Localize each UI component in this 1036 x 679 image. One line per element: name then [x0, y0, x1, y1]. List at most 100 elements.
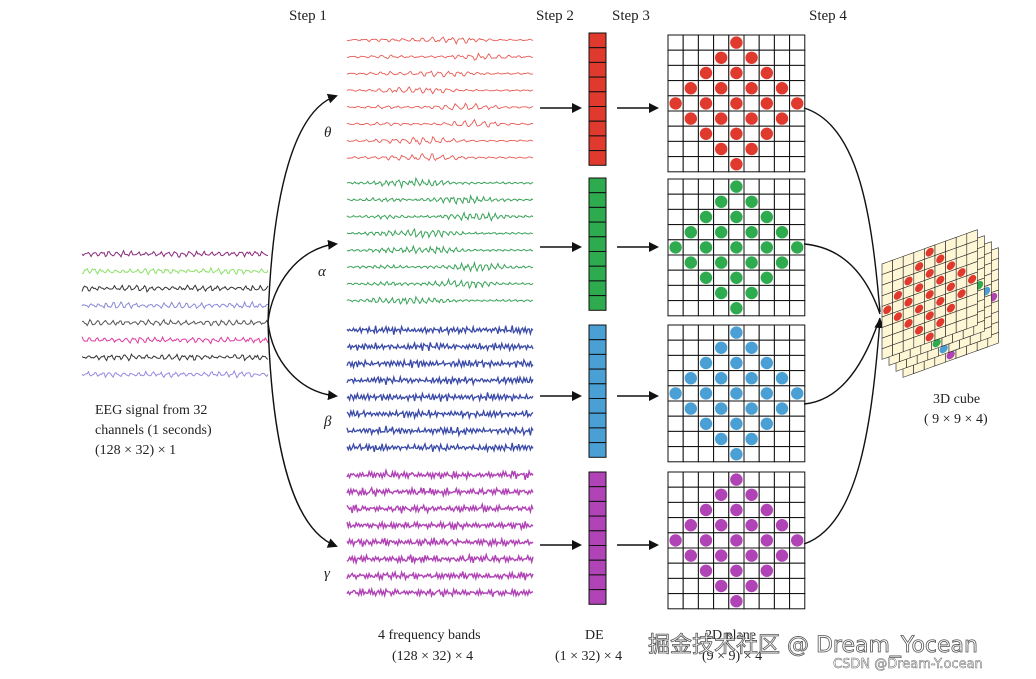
electrode-dot [730, 180, 743, 193]
grid-cell [697, 224, 715, 241]
grid-cell [697, 324, 715, 341]
beta-symbol: β [323, 414, 332, 430]
grid-cell [667, 224, 684, 241]
de-vector [588, 471, 607, 605]
de-cell [588, 398, 607, 414]
electrode-dot [715, 195, 728, 208]
grid-cell [728, 80, 745, 97]
grid-cell [682, 49, 699, 66]
grid-cell [789, 208, 806, 226]
grid-cell [697, 110, 715, 127]
electrode-dot [730, 210, 743, 224]
electrode-dot [760, 503, 773, 517]
frequency-band-waves [346, 36, 534, 599]
de-cell [588, 427, 607, 444]
band-wave-line [346, 227, 534, 239]
band-wave-group [346, 36, 534, 162]
electrode-dot [699, 417, 713, 430]
grid-cell [758, 486, 775, 503]
electrode-dot [715, 402, 728, 415]
grid-cell [667, 415, 684, 432]
merge-from-alpha [803, 243, 881, 315]
de-cell [588, 251, 607, 267]
de-cell [588, 412, 607, 429]
grid-cell [697, 156, 715, 173]
electrode-dot [775, 226, 789, 239]
grid-cell [697, 140, 715, 158]
grid-cell [713, 208, 730, 226]
electrode-dot [715, 256, 728, 269]
grid-cell [758, 178, 775, 195]
cube-dot [915, 304, 924, 314]
grid-cell [713, 34, 730, 51]
grid-cell [728, 517, 745, 534]
grid-cell [697, 400, 715, 417]
grid-cell [697, 446, 715, 463]
de-cell [588, 91, 607, 108]
grid-cell [743, 208, 760, 226]
electrode-dot [730, 503, 743, 517]
grid-cell [743, 178, 760, 195]
grid-cell [667, 178, 684, 195]
electrode-dot [715, 519, 728, 532]
grid-cell [773, 95, 791, 112]
de-cell [588, 150, 607, 166]
grid-cell [713, 178, 730, 195]
grid-cell [773, 415, 791, 432]
electrode-dot [730, 534, 743, 547]
electrode-dot [745, 519, 758, 532]
de-vector [588, 324, 607, 458]
step-4-label: Step 4 [809, 8, 847, 24]
grid-cell [713, 446, 730, 463]
grid-cell [773, 300, 791, 317]
eeg-channel-wave [81, 318, 269, 327]
de-cell [588, 486, 607, 502]
grid-cell [773, 385, 791, 402]
electrode-dot [745, 402, 758, 415]
cube-dot [925, 247, 934, 257]
de-cell [588, 221, 607, 238]
grid-cell [773, 501, 791, 519]
electrode-dot [760, 97, 773, 110]
grid-cell [789, 80, 806, 97]
grid-cell [697, 517, 715, 534]
grid-cell [682, 471, 699, 488]
band-wave-line [346, 586, 534, 599]
grid-cell [758, 300, 775, 317]
electrode-dot [730, 473, 743, 486]
band-wave-line [346, 193, 534, 206]
band-wave-line [346, 407, 534, 421]
de-cell [588, 383, 607, 399]
grid-cell [789, 64, 806, 82]
grid-cell [713, 471, 730, 488]
grid-cell [682, 156, 699, 173]
de-cell [588, 559, 607, 576]
grid-cell [789, 156, 806, 173]
cube-dot [936, 296, 945, 306]
cube-layer [881, 229, 978, 360]
electrode-dot [760, 387, 773, 400]
grid-cell [773, 577, 791, 595]
electrode-dot [699, 241, 713, 254]
electrode-dot [775, 549, 789, 562]
electrode-dot [730, 66, 743, 80]
de-cell [588, 589, 607, 605]
grid-cell [697, 430, 715, 448]
cube-dot [946, 282, 956, 292]
electrode-dot [684, 549, 697, 562]
band-wave-line [346, 52, 534, 61]
cube-dot [883, 305, 892, 315]
grid-cell [697, 339, 715, 356]
grid-cell [743, 239, 760, 256]
electrode-dot [745, 82, 758, 95]
grid-cell [682, 95, 699, 112]
step-arrows [540, 103, 659, 550]
electrode-dot [669, 97, 682, 110]
cube-dot [957, 289, 966, 299]
merge-from-gamma [803, 318, 885, 545]
electrode-dot [715, 432, 728, 446]
plane-caption-line2: (9 × 9) × 4 [702, 649, 762, 664]
de-cell [588, 545, 607, 561]
electrode-dot [730, 271, 743, 284]
2d-planes [667, 34, 806, 610]
